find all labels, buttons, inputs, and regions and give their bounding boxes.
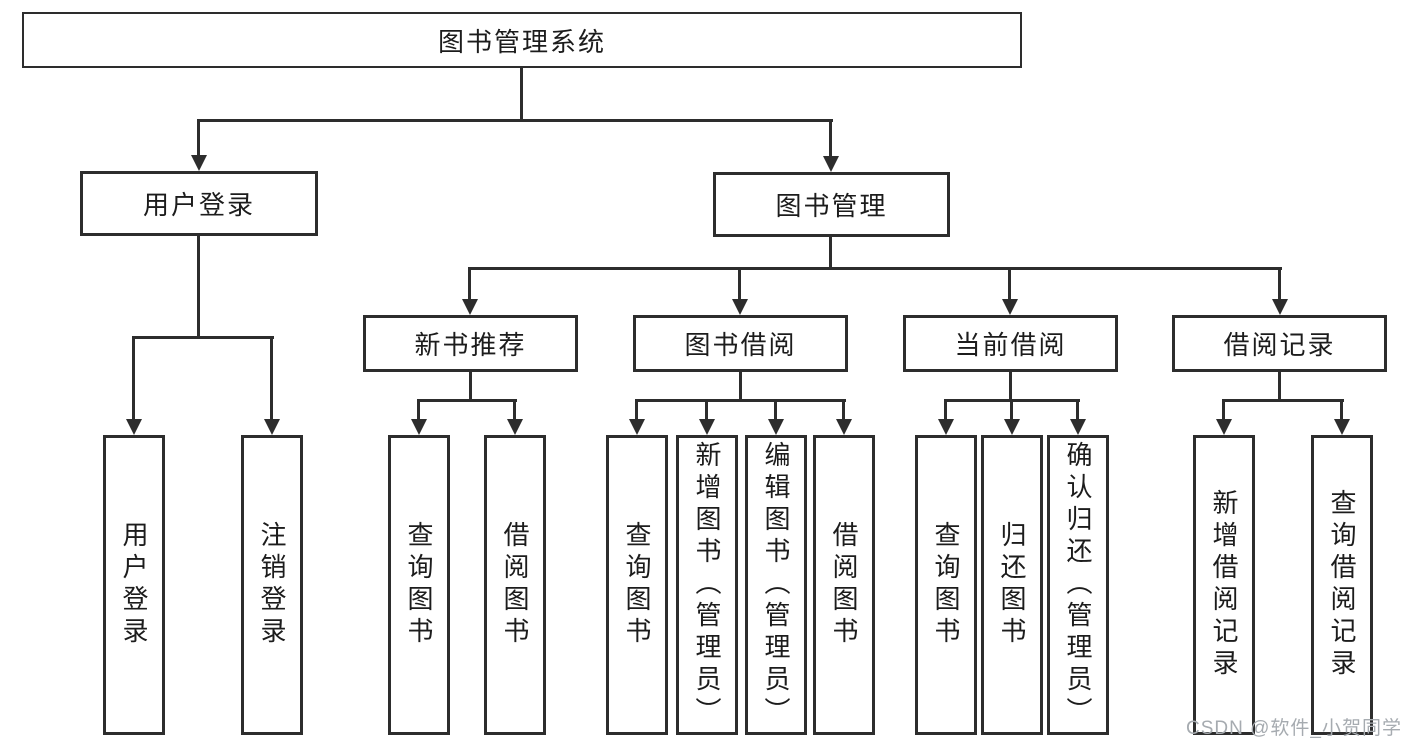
leaf-label: 查询借阅记录 [1327, 489, 1357, 681]
leaf-query-books-recommend: 查询图书 [388, 435, 450, 735]
connector-line [738, 267, 741, 300]
arrow-down-icon [768, 419, 784, 435]
arrow-down-icon [264, 419, 280, 435]
leaf-logout: 注销登录 [241, 435, 303, 735]
connector-line [1278, 267, 1281, 300]
connector-line [1278, 372, 1281, 402]
leaf-label: 查询图书 [404, 521, 434, 649]
connector-line [705, 399, 708, 420]
arrow-down-icon [1334, 419, 1350, 435]
leaf-confirm-return-admin: 确认归还（管理员） [1047, 435, 1109, 735]
node-book-borrow: 图书借阅 [633, 315, 848, 372]
connector-line [635, 399, 638, 420]
leaf-label: 查询图书 [931, 521, 961, 649]
arrow-down-icon [699, 419, 715, 435]
connector-line [417, 399, 420, 420]
arrow-down-icon [1070, 419, 1086, 435]
node-user-login: 用户登录 [80, 171, 318, 236]
connector-line [1222, 399, 1225, 420]
leaf-label: 编辑图书（管理员） [761, 441, 791, 729]
leaf-query-books-borrow: 查询图书 [606, 435, 668, 735]
connector-line [469, 267, 1282, 270]
arrow-down-icon [126, 419, 142, 435]
connector-line [197, 119, 833, 122]
connector-line [418, 399, 517, 402]
leaf-label: 新增借阅记录 [1209, 489, 1239, 681]
node-book-management: 图书管理 [713, 172, 950, 237]
connector-line [842, 399, 845, 420]
connector-line [520, 68, 523, 121]
connector-line [1010, 399, 1013, 420]
connector-line [1340, 399, 1343, 420]
connector-line [829, 119, 832, 157]
connector-line [774, 399, 777, 420]
leaf-edit-books-admin: 编辑图书（管理员） [745, 435, 807, 735]
arrow-down-icon [191, 155, 207, 171]
arrow-down-icon [938, 419, 954, 435]
leaf-label: 注销登录 [257, 521, 287, 649]
node-library-system: 图书管理系统 [22, 12, 1022, 68]
connector-line [513, 399, 516, 420]
node-current-borrow: 当前借阅 [903, 315, 1118, 372]
leaf-label: 确认归还（管理员） [1063, 441, 1093, 729]
connector-line [1076, 399, 1079, 420]
leaf-user-login: 用户登录 [103, 435, 165, 735]
leaf-label: 归还图书 [997, 521, 1027, 649]
watermark: CSDN @软件_小贺同学 [1186, 718, 1402, 739]
leaf-add-books-admin: 新增图书（管理员） [676, 435, 738, 735]
arrow-down-icon [1004, 419, 1020, 435]
connector-line [829, 237, 832, 270]
leaf-add-borrow-record: 新增借阅记录 [1193, 435, 1255, 735]
connector-line [1008, 267, 1011, 300]
arrow-down-icon [1272, 299, 1288, 315]
arrow-down-icon [823, 156, 839, 172]
leaf-query-borrow-record: 查询借阅记录 [1311, 435, 1373, 735]
arrow-down-icon [1216, 419, 1232, 435]
connector-line [1223, 399, 1344, 402]
arrow-down-icon [836, 419, 852, 435]
leaf-label: 查询图书 [622, 521, 652, 649]
leaf-label: 借阅图书 [500, 521, 530, 649]
arrow-down-icon [507, 419, 523, 435]
connector-line [270, 336, 273, 419]
arrow-down-icon [1002, 299, 1018, 315]
arrow-down-icon [411, 419, 427, 435]
arrow-down-icon [732, 299, 748, 315]
leaf-label: 借阅图书 [829, 521, 859, 649]
connector-line [133, 336, 274, 339]
connector-line [132, 336, 135, 419]
connector-line [739, 372, 742, 402]
connector-line [944, 399, 947, 420]
connector-line [468, 267, 471, 300]
connector-line [636, 399, 846, 402]
connector-line [197, 236, 200, 339]
leaf-borrow-books-recommend: 借阅图书 [484, 435, 546, 735]
node-new-book-recommend: 新书推荐 [363, 315, 578, 372]
arrow-down-icon [462, 299, 478, 315]
connector-line [1009, 372, 1012, 402]
node-borrow-records: 借阅记录 [1172, 315, 1387, 372]
leaf-label: 用户登录 [119, 521, 149, 649]
connector-line [469, 372, 472, 402]
leaf-borrow-books: 借阅图书 [813, 435, 875, 735]
arrow-down-icon [629, 419, 645, 435]
leaf-return-books: 归还图书 [981, 435, 1043, 735]
connector-line [197, 119, 200, 156]
leaf-label: 新增图书（管理员） [692, 441, 722, 729]
leaf-query-books-current: 查询图书 [915, 435, 977, 735]
